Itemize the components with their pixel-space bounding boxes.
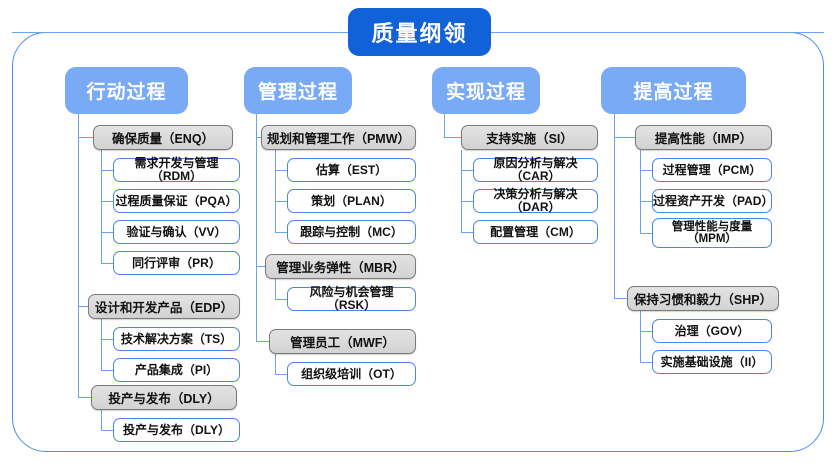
c4-g1-stub <box>614 137 635 138</box>
c4-g1-i2-stub <box>640 201 652 202</box>
c3-g1-stub <box>444 137 461 138</box>
c2-g3-child-trunk <box>275 354 276 375</box>
group-box-enq[interactable]: 确保质量（ENQ） <box>93 125 233 150</box>
c1-g2-stub <box>78 306 88 307</box>
group-box-si[interactable]: 支持实施（SI） <box>461 125 598 150</box>
c2-g3-stub <box>256 341 269 342</box>
group-box-edp[interactable]: 设计和开发产品（EDP） <box>88 294 240 319</box>
c1-g1-child-trunk <box>101 150 102 264</box>
column-header-4[interactable]: 提高过程 <box>601 67 746 114</box>
c2-g1-child-trunk <box>275 150 276 233</box>
leaf-box-car[interactable]: 原因分析与解决（CAR） <box>473 157 598 182</box>
c4-g2-stub <box>614 298 627 299</box>
leaf-box-ot[interactable]: 组织级培训（OT） <box>287 362 416 386</box>
leaf-box-est[interactable]: 估算（EST） <box>287 158 416 182</box>
leaf-box-mpm[interactable]: 管理性能与度量 （MPM） <box>652 218 772 248</box>
c2-g1-i2-stub <box>275 201 287 202</box>
c1-g2-child-trunk <box>101 319 102 371</box>
c3-g1-i3-stub <box>461 232 473 233</box>
c2-g3-i1-stub <box>275 374 287 375</box>
c1-g3-stub <box>78 397 91 398</box>
diagram-title: 质量纲领 <box>348 8 491 56</box>
column-4-trunk <box>614 114 615 298</box>
c4-g1-i1-stub <box>640 170 652 171</box>
group-box-mbr[interactable]: 管理业务弹性（MBR） <box>265 254 416 279</box>
c1-g1-i4-stub <box>101 263 113 264</box>
leaf-box-cm[interactable]: 配置管理（CM） <box>473 220 598 244</box>
c1-g1-i3-stub <box>101 232 113 233</box>
column-1-trunk <box>78 114 79 397</box>
group-box-dly[interactable]: 投产与发布（DLY） <box>91 385 237 410</box>
group-box-mwf[interactable]: 管理员工（MWF） <box>269 329 416 354</box>
leaf-box-dly[interactable]: 投产与发布（DLY） <box>113 418 240 442</box>
column-2-trunk <box>256 114 257 341</box>
c2-g1-stub <box>256 137 261 138</box>
leaf-box-ts[interactable]: 技术解决方案（TS） <box>113 327 240 351</box>
leaf-box-ii[interactable]: 实施基础设施（II） <box>652 350 772 374</box>
leaf-box-rsk[interactable]: 风险与机会管理（RSK） <box>287 286 416 311</box>
c1-g2-i1-stub <box>101 339 113 340</box>
leaf-box-gov[interactable]: 治理（GOV） <box>652 319 772 343</box>
c4-g2-i1-stub <box>640 331 652 332</box>
column-3-trunk <box>444 114 445 137</box>
c4-g2-i2-stub <box>640 362 652 363</box>
leaf-box-mc[interactable]: 跟踪与控制（MC） <box>287 220 416 244</box>
c3-g1-child-trunk <box>461 150 462 233</box>
leaf-box-pqa[interactable]: 过程质量保证（PQA） <box>113 189 240 213</box>
leaf-box-rdm[interactable]: 需求开发与管理（RDM） <box>113 157 240 182</box>
c4-g2-child-trunk <box>640 311 641 363</box>
leaf-box-pcm[interactable]: 过程管理（PCM） <box>652 158 772 182</box>
c2-g1-i3-stub <box>275 232 287 233</box>
group-box-imp[interactable]: 提高性能（IMP） <box>635 125 772 150</box>
c2-g2-stub <box>256 266 265 267</box>
leaf-box-pi[interactable]: 产品集成（PI） <box>113 358 240 382</box>
c3-g1-i2-stub <box>461 201 473 202</box>
leaf-box-dar[interactable]: 决策分析与解决（DAR） <box>473 188 598 213</box>
leaf-box-pad[interactable]: 过程资产开发（PAD） <box>652 189 773 213</box>
c1-g1-stub <box>78 137 93 138</box>
c1-g1-i1-stub <box>101 170 113 171</box>
column-header-1[interactable]: 行动过程 <box>65 67 188 114</box>
c2-g2-child-trunk <box>275 279 276 300</box>
leaf-box-vv[interactable]: 验证与确认（VV） <box>113 220 240 244</box>
column-header-2[interactable]: 管理过程 <box>244 67 352 114</box>
c1-g2-i2-stub <box>101 370 113 371</box>
leaf-box-pr[interactable]: 同行评审（PR） <box>113 251 240 275</box>
title-connector-left <box>12 32 348 33</box>
c1-g3-i1-stub <box>101 430 113 431</box>
c2-g1-i1-stub <box>275 170 287 171</box>
title-connector-right <box>491 32 824 33</box>
c1-g1-i2-stub <box>101 201 113 202</box>
c2-g2-i1-stub <box>275 299 287 300</box>
leaf-box-plan[interactable]: 策划（PLAN） <box>287 189 416 213</box>
c3-g1-i1-stub <box>461 170 473 171</box>
c4-g1-child-trunk <box>640 150 641 233</box>
group-box-shp[interactable]: 保持习惯和毅力（SHP） <box>627 286 779 311</box>
column-header-3[interactable]: 实现过程 <box>432 67 540 114</box>
c4-g1-i3-stub <box>640 233 652 234</box>
group-box-pmw[interactable]: 规划和管理工作（PMW） <box>261 125 416 150</box>
c1-g3-child-trunk <box>101 410 102 431</box>
